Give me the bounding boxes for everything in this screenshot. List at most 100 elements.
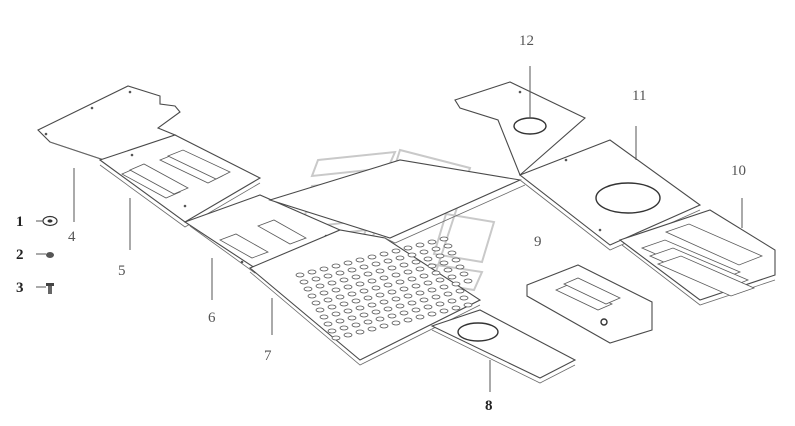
perforation-slot	[379, 251, 389, 257]
perforation-slot	[331, 263, 341, 269]
perforation-slot	[303, 286, 313, 292]
perforation-slot	[323, 297, 333, 303]
perforation-slot	[387, 313, 397, 319]
perforation-slot	[427, 239, 437, 245]
plate-9	[526, 264, 653, 344]
perforation-slot	[327, 280, 337, 286]
callout-6: 6	[208, 310, 216, 326]
washer-part-1	[42, 215, 58, 227]
perforation-slot	[367, 278, 377, 284]
perforation-slot	[319, 314, 329, 320]
perforation-slot	[447, 298, 457, 304]
perforation-slot	[343, 284, 353, 290]
plate-5	[98, 134, 262, 228]
perforation-slot	[367, 302, 377, 308]
perforation-slot	[407, 252, 417, 258]
perforation-slot	[295, 272, 305, 278]
perforation-slot	[343, 260, 353, 266]
perforation-slot	[375, 268, 385, 274]
perforation-slot	[387, 289, 397, 295]
perforation-slot	[367, 254, 377, 260]
perforation-slot	[463, 302, 473, 308]
perforation-slot	[319, 266, 329, 272]
perforation-slot	[459, 271, 469, 277]
perforation-slot	[439, 284, 449, 290]
callout-12: 12	[519, 33, 534, 49]
perforation-slot	[335, 294, 345, 300]
perforation-slot	[335, 318, 345, 324]
perforation-slot	[383, 282, 393, 288]
perforation-slot	[359, 312, 369, 318]
perforation-slot	[431, 270, 441, 276]
perforation-slot	[375, 316, 385, 322]
perforation-slot	[415, 242, 425, 248]
perforation-slot	[427, 311, 437, 317]
perforation-slot	[427, 287, 437, 293]
perforation-slot	[399, 262, 409, 268]
perforation-slot	[339, 325, 349, 331]
plate-8	[430, 309, 577, 384]
perforation-slot	[307, 293, 317, 299]
perforation-slot	[435, 301, 445, 307]
callout-4: 4	[68, 229, 76, 245]
perforation-slot	[347, 315, 357, 321]
perforation-slot	[363, 271, 373, 277]
perforation-slot	[419, 249, 429, 255]
round-hole-plate-8	[457, 322, 499, 342]
perforation-slot	[419, 273, 429, 279]
perforation-slot	[395, 255, 405, 261]
round-hole-plate-12	[513, 117, 547, 135]
perforation-slot	[399, 286, 409, 292]
perforation-slot	[315, 307, 325, 313]
perforation-slot	[363, 295, 373, 301]
perforation-slot	[451, 281, 461, 287]
perforation-slot	[323, 321, 333, 327]
perforation-slot	[403, 293, 413, 299]
callout-10: 10	[731, 163, 746, 179]
perforation-slot	[431, 246, 441, 252]
callout-1: 1	[16, 214, 24, 230]
perforation-slot	[331, 287, 341, 293]
perforation-slot	[447, 250, 457, 256]
callout-3: 3	[16, 280, 24, 296]
leader-lines	[36, 66, 743, 392]
perforation-slot	[411, 283, 421, 289]
perforation-slot	[375, 292, 385, 298]
perforation-slot	[331, 335, 341, 341]
perforation-slot	[423, 256, 433, 262]
perforation-grid-plate-7	[295, 236, 473, 341]
perforation-slot	[307, 269, 317, 275]
callout-2: 2	[16, 247, 24, 263]
screw-part-3	[46, 283, 54, 294]
perforation-slot	[411, 307, 421, 313]
perforation-slot	[443, 291, 453, 297]
callout-7: 7	[264, 348, 272, 364]
perforation-slot	[335, 270, 345, 276]
plate-11	[518, 139, 702, 251]
perforation-slot	[383, 258, 393, 264]
callout-5: 5	[118, 263, 126, 279]
perforation-slot	[351, 274, 361, 280]
perforation-slot	[411, 259, 421, 265]
perforation-slot	[327, 304, 337, 310]
perforation-slot	[423, 304, 433, 310]
perforation-slot	[403, 269, 413, 275]
perforation-slot	[379, 275, 389, 281]
callout-9: 9	[534, 234, 542, 250]
perforation-slot	[391, 272, 401, 278]
louvre-vents-plate-9	[555, 277, 621, 311]
perforation-slot	[455, 264, 465, 270]
perforation-slot	[319, 290, 329, 296]
perforation-slot	[439, 260, 449, 266]
perforation-slot	[427, 263, 437, 269]
perforation-slot	[439, 236, 449, 242]
perforation-slot	[311, 300, 321, 306]
perforation-slot	[443, 267, 453, 273]
perforation-slot	[339, 301, 349, 307]
nut-part-2	[46, 252, 54, 258]
perforation-slot	[415, 290, 425, 296]
perforation-slot	[371, 285, 381, 291]
perforation-slot	[379, 299, 389, 305]
perforation-slot	[435, 253, 445, 259]
